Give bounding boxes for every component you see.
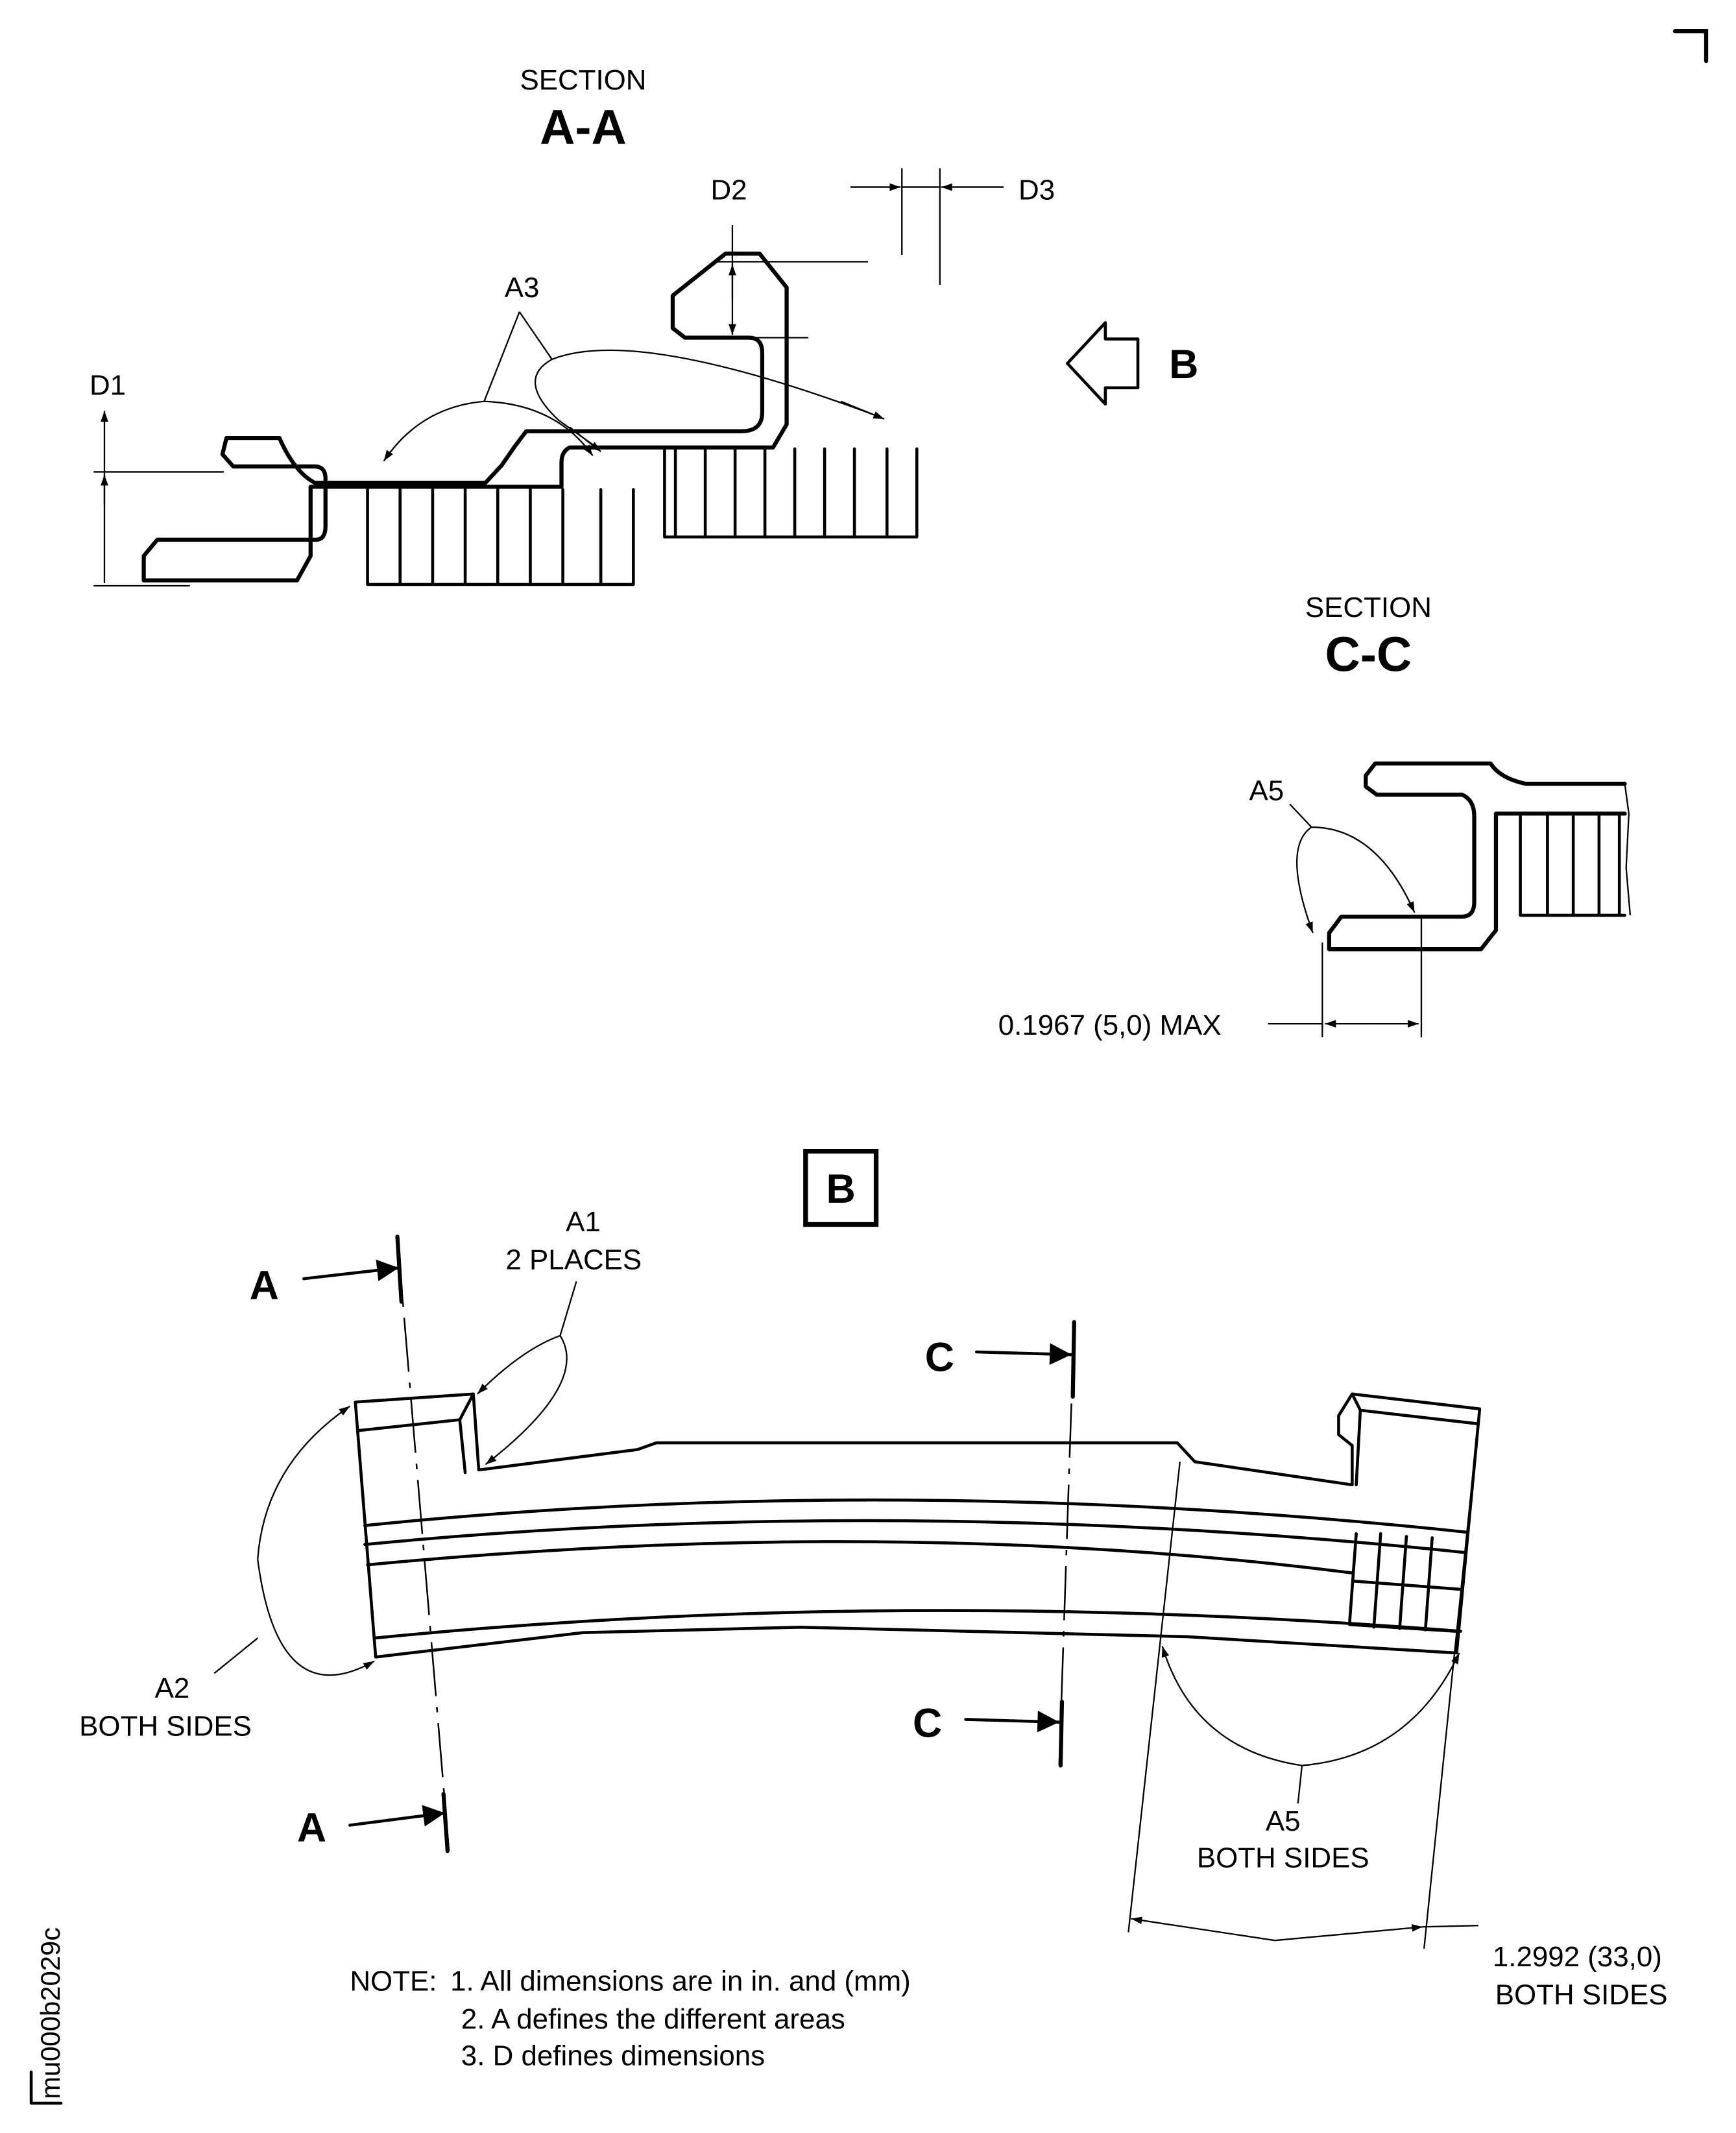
view-b-title-box xyxy=(803,1148,879,1227)
a5-label-line2: BOTH SIDES xyxy=(1197,1842,1369,1874)
section-aa: SECTION A-A D1 D2 D3 A3 xyxy=(90,64,1055,587)
cut-c-bottom-arrow xyxy=(964,1710,1061,1733)
corner-mark-bottom-left xyxy=(29,2070,63,2105)
rail-line-1 xyxy=(363,1498,1469,1534)
a2-arc-top xyxy=(257,1405,351,1560)
cut-c-top-arrow xyxy=(974,1343,1073,1365)
cut-a-bottom-bar xyxy=(441,1792,450,1853)
a5-cc-arc-left xyxy=(1296,826,1314,934)
note-item-1: 1. All dimensions are in in. and (mm) xyxy=(450,1966,911,1997)
left-tab-inner xyxy=(356,1392,475,1475)
a1-label-line1: A1 xyxy=(566,1206,601,1238)
cut-c-bottom-bar xyxy=(1058,1700,1065,1768)
section-cc-title-big: C-C xyxy=(1325,627,1412,682)
rail-line-2 xyxy=(363,1519,1468,1554)
d2-extension-lines xyxy=(713,261,868,339)
section-cc-profile xyxy=(1327,761,1627,952)
section-aa-title-small: SECTION xyxy=(520,64,646,96)
dim-33-line-left xyxy=(1131,1916,1275,1942)
section-cc-break-line xyxy=(1624,784,1632,916)
cut-a-bottom-arrow xyxy=(348,1805,447,1827)
a5-cc-arc-right xyxy=(1311,826,1416,913)
cut-c-top-label: C xyxy=(925,1334,954,1380)
section-cc-fins xyxy=(1519,812,1626,917)
d1-extension-lines xyxy=(93,471,224,587)
a5-label-line1: A5 xyxy=(1266,1805,1301,1837)
a1-arc-bottom xyxy=(485,1335,568,1465)
rail-line-4 xyxy=(372,1609,1462,1640)
view-arrow-b-label: B xyxy=(1169,342,1198,387)
d3-label: D3 xyxy=(1019,174,1055,206)
a3-arc-large-tip2 xyxy=(840,400,885,420)
notes-prefix: NOTE: xyxy=(350,1966,437,1997)
rail-line-3 xyxy=(366,1540,1354,1575)
view-arrow-b: B xyxy=(1066,321,1198,406)
a5-arc-left xyxy=(1161,1646,1303,1766)
a5-cc-leader xyxy=(1289,803,1312,828)
section-cc: SECTION C-C A5 0.1967 (5,0) MAX xyxy=(998,592,1632,1041)
dim-33-line-right xyxy=(1275,1923,1423,1942)
a3-arc-large xyxy=(535,349,882,448)
dim-33-label-line1: 1.2992 (33,0) xyxy=(1493,1941,1662,1973)
right-grid-block xyxy=(1347,1532,1461,1633)
view-b-title: B xyxy=(826,1166,856,1212)
notes: NOTE: 1. All dimensions are in in. and (… xyxy=(350,1966,910,2072)
section-aa-profile xyxy=(141,251,789,583)
a3-leader-lines xyxy=(483,311,553,402)
view-b: B A A C C A1 2 PLACES xyxy=(79,1148,1668,2010)
a1-leader xyxy=(559,1281,577,1336)
a2-label-line1: A2 xyxy=(155,1672,190,1704)
a1-arc-top xyxy=(477,1334,561,1395)
a3-arc-left xyxy=(383,400,485,462)
a2-arc-bottom xyxy=(257,1559,375,1676)
a5-cc-label: A5 xyxy=(1249,775,1284,806)
a2-leader xyxy=(213,1637,258,1674)
a3-label: A3 xyxy=(505,272,540,304)
section-cc-title-small: SECTION xyxy=(1305,592,1432,623)
section-aa-fins-left xyxy=(366,488,635,586)
a3-arc-large-tip1 xyxy=(569,426,601,452)
cut-a-line xyxy=(396,1236,450,1851)
a5-leader xyxy=(1297,1765,1303,1804)
a3-arc-right xyxy=(484,400,594,456)
a5-arc-right xyxy=(1301,1652,1460,1766)
d1-label: D1 xyxy=(90,369,126,401)
section-aa-fins-right xyxy=(663,447,919,539)
cc-max-dim-label: 0.1967 (5,0) MAX xyxy=(998,1009,1222,1041)
a1-label-line2: 2 PLACES xyxy=(505,1244,642,1275)
dim-33-leader xyxy=(1423,1925,1478,1928)
section-aa-title-big: A-A xyxy=(540,100,627,154)
cut-c-line xyxy=(1058,1321,1076,1766)
cut-a-top-bar xyxy=(395,1235,404,1304)
right-tab-inner xyxy=(1351,1392,1480,1487)
corner-mark-top-right xyxy=(1672,29,1709,64)
cut-a-top-label: A xyxy=(250,1262,279,1308)
view-b-arrow-icon xyxy=(1066,321,1140,406)
cut-a-bottom-label: A xyxy=(297,1805,326,1851)
a2-label-line2: BOTH SIDES xyxy=(79,1711,252,1742)
part-body-outline xyxy=(354,1392,1482,1659)
drawing-id-label: mu000b2029c xyxy=(35,1927,66,2099)
cut-c-top-bar xyxy=(1070,1320,1076,1399)
dim-33-label-line2: BOTH SIDES xyxy=(1495,1979,1668,2010)
d3-extension-lines xyxy=(901,168,941,285)
note-item-2: 2. A defines the different areas xyxy=(461,2003,845,2035)
d2-label: D2 xyxy=(710,174,747,206)
cc-extension-lines xyxy=(1321,917,1423,1038)
a5-extension-lines xyxy=(1127,1408,1481,1949)
cut-a-top-arrow xyxy=(302,1259,400,1281)
note-item-3: 3. D defines dimensions xyxy=(461,2040,765,2071)
cut-c-bottom-label: C xyxy=(913,1701,942,1746)
